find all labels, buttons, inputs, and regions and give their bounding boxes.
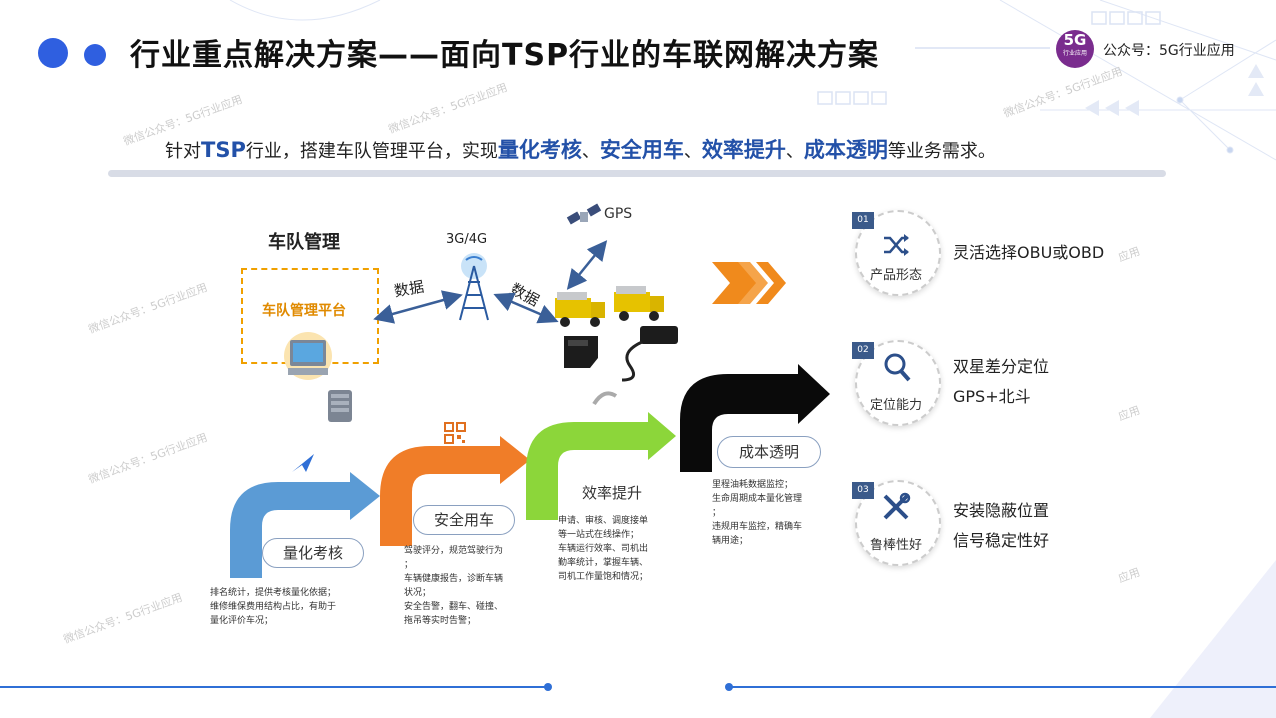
bottom-line-right <box>728 686 1276 688</box>
chevron-arrow-icon <box>712 262 786 304</box>
tools-icon <box>883 492 911 520</box>
stage-desc-quantified-assessment: 排名统计，提供考核量化依据；维修维保费用结构占比，有助于量化评价车况； <box>210 588 337 626</box>
bottom-line-dot <box>725 683 733 691</box>
gps-label: GPS <box>604 206 633 222</box>
feature-number: 03 <box>852 482 874 499</box>
obu-device-icon <box>621 326 678 382</box>
title-dot-small <box>84 44 106 66</box>
shuffle-icon <box>884 234 909 256</box>
bottom-line-dot <box>544 683 552 691</box>
qr-code-icon <box>444 422 466 444</box>
platform-label: 车队管理平台 <box>262 303 346 319</box>
server-icon <box>328 390 352 422</box>
truck-icon <box>614 286 664 321</box>
stage-label-cost-transparency: 成本透明 <box>717 436 821 468</box>
feature-label-positioning: 定位能力 <box>869 398 922 413</box>
stage-label-safe-driving: 安全用车 <box>413 505 515 535</box>
stage-desc-cost-transparency: 里程油耗数据监控；生命周期成本量化管理； 违规用车监控，精确车辆用途； <box>712 480 803 546</box>
satellite-icon <box>566 203 602 225</box>
tower-icon <box>459 253 489 321</box>
fleet-management-label: 车队管理 <box>268 232 340 253</box>
feature-number: 01 <box>852 212 874 229</box>
network-label: 3G/4G <box>446 232 488 247</box>
magnifier-icon <box>884 353 911 382</box>
feature-number: 02 <box>852 342 874 359</box>
cable-icon <box>592 391 618 406</box>
feature-label-product-form: 产品形态 <box>869 268 922 283</box>
subtitle-divider <box>108 170 1166 177</box>
truck-icon <box>555 292 605 327</box>
subtitle: 针对TSP行业，搭建车队管理平台，实现量化考核、安全用车、效率提升、成本透明等业… <box>165 138 996 162</box>
stage-label-efficiency: 效率提升 <box>582 484 643 502</box>
feature-desc-robustness: 安装隐蔽位置信号稳定性好 <box>953 501 1050 550</box>
stage-label-quantified-assessment: 量化考核 <box>262 538 364 568</box>
computer-icon <box>284 332 332 380</box>
stage-desc-safe-driving: 驾驶评分，规范驾驶行为；车辆健康报告，诊断车辆 状况；安全告警，翻车、碰撞、拖吊… <box>404 546 504 626</box>
paper-plane-icon <box>292 454 314 472</box>
bottom-line-left <box>0 686 548 688</box>
stage-desc-efficiency: 申请、审核、调度接单等一站式在线操作；车辆运行效率、司机出 勤率统计，掌握车辆、… <box>558 516 649 582</box>
page-title: 行业重点解决方案——面向TSP行业的车联网解决方案 <box>130 38 880 73</box>
title-dot-large <box>38 38 68 68</box>
obd-device-icon <box>564 336 598 368</box>
feature-label-robustness: 鲁棒性好 <box>869 538 922 553</box>
brand-account-text: 公众号：5G行业应用 <box>1103 43 1235 59</box>
feature-desc-product-form: 灵活选择OBU或OBD <box>953 243 1105 262</box>
